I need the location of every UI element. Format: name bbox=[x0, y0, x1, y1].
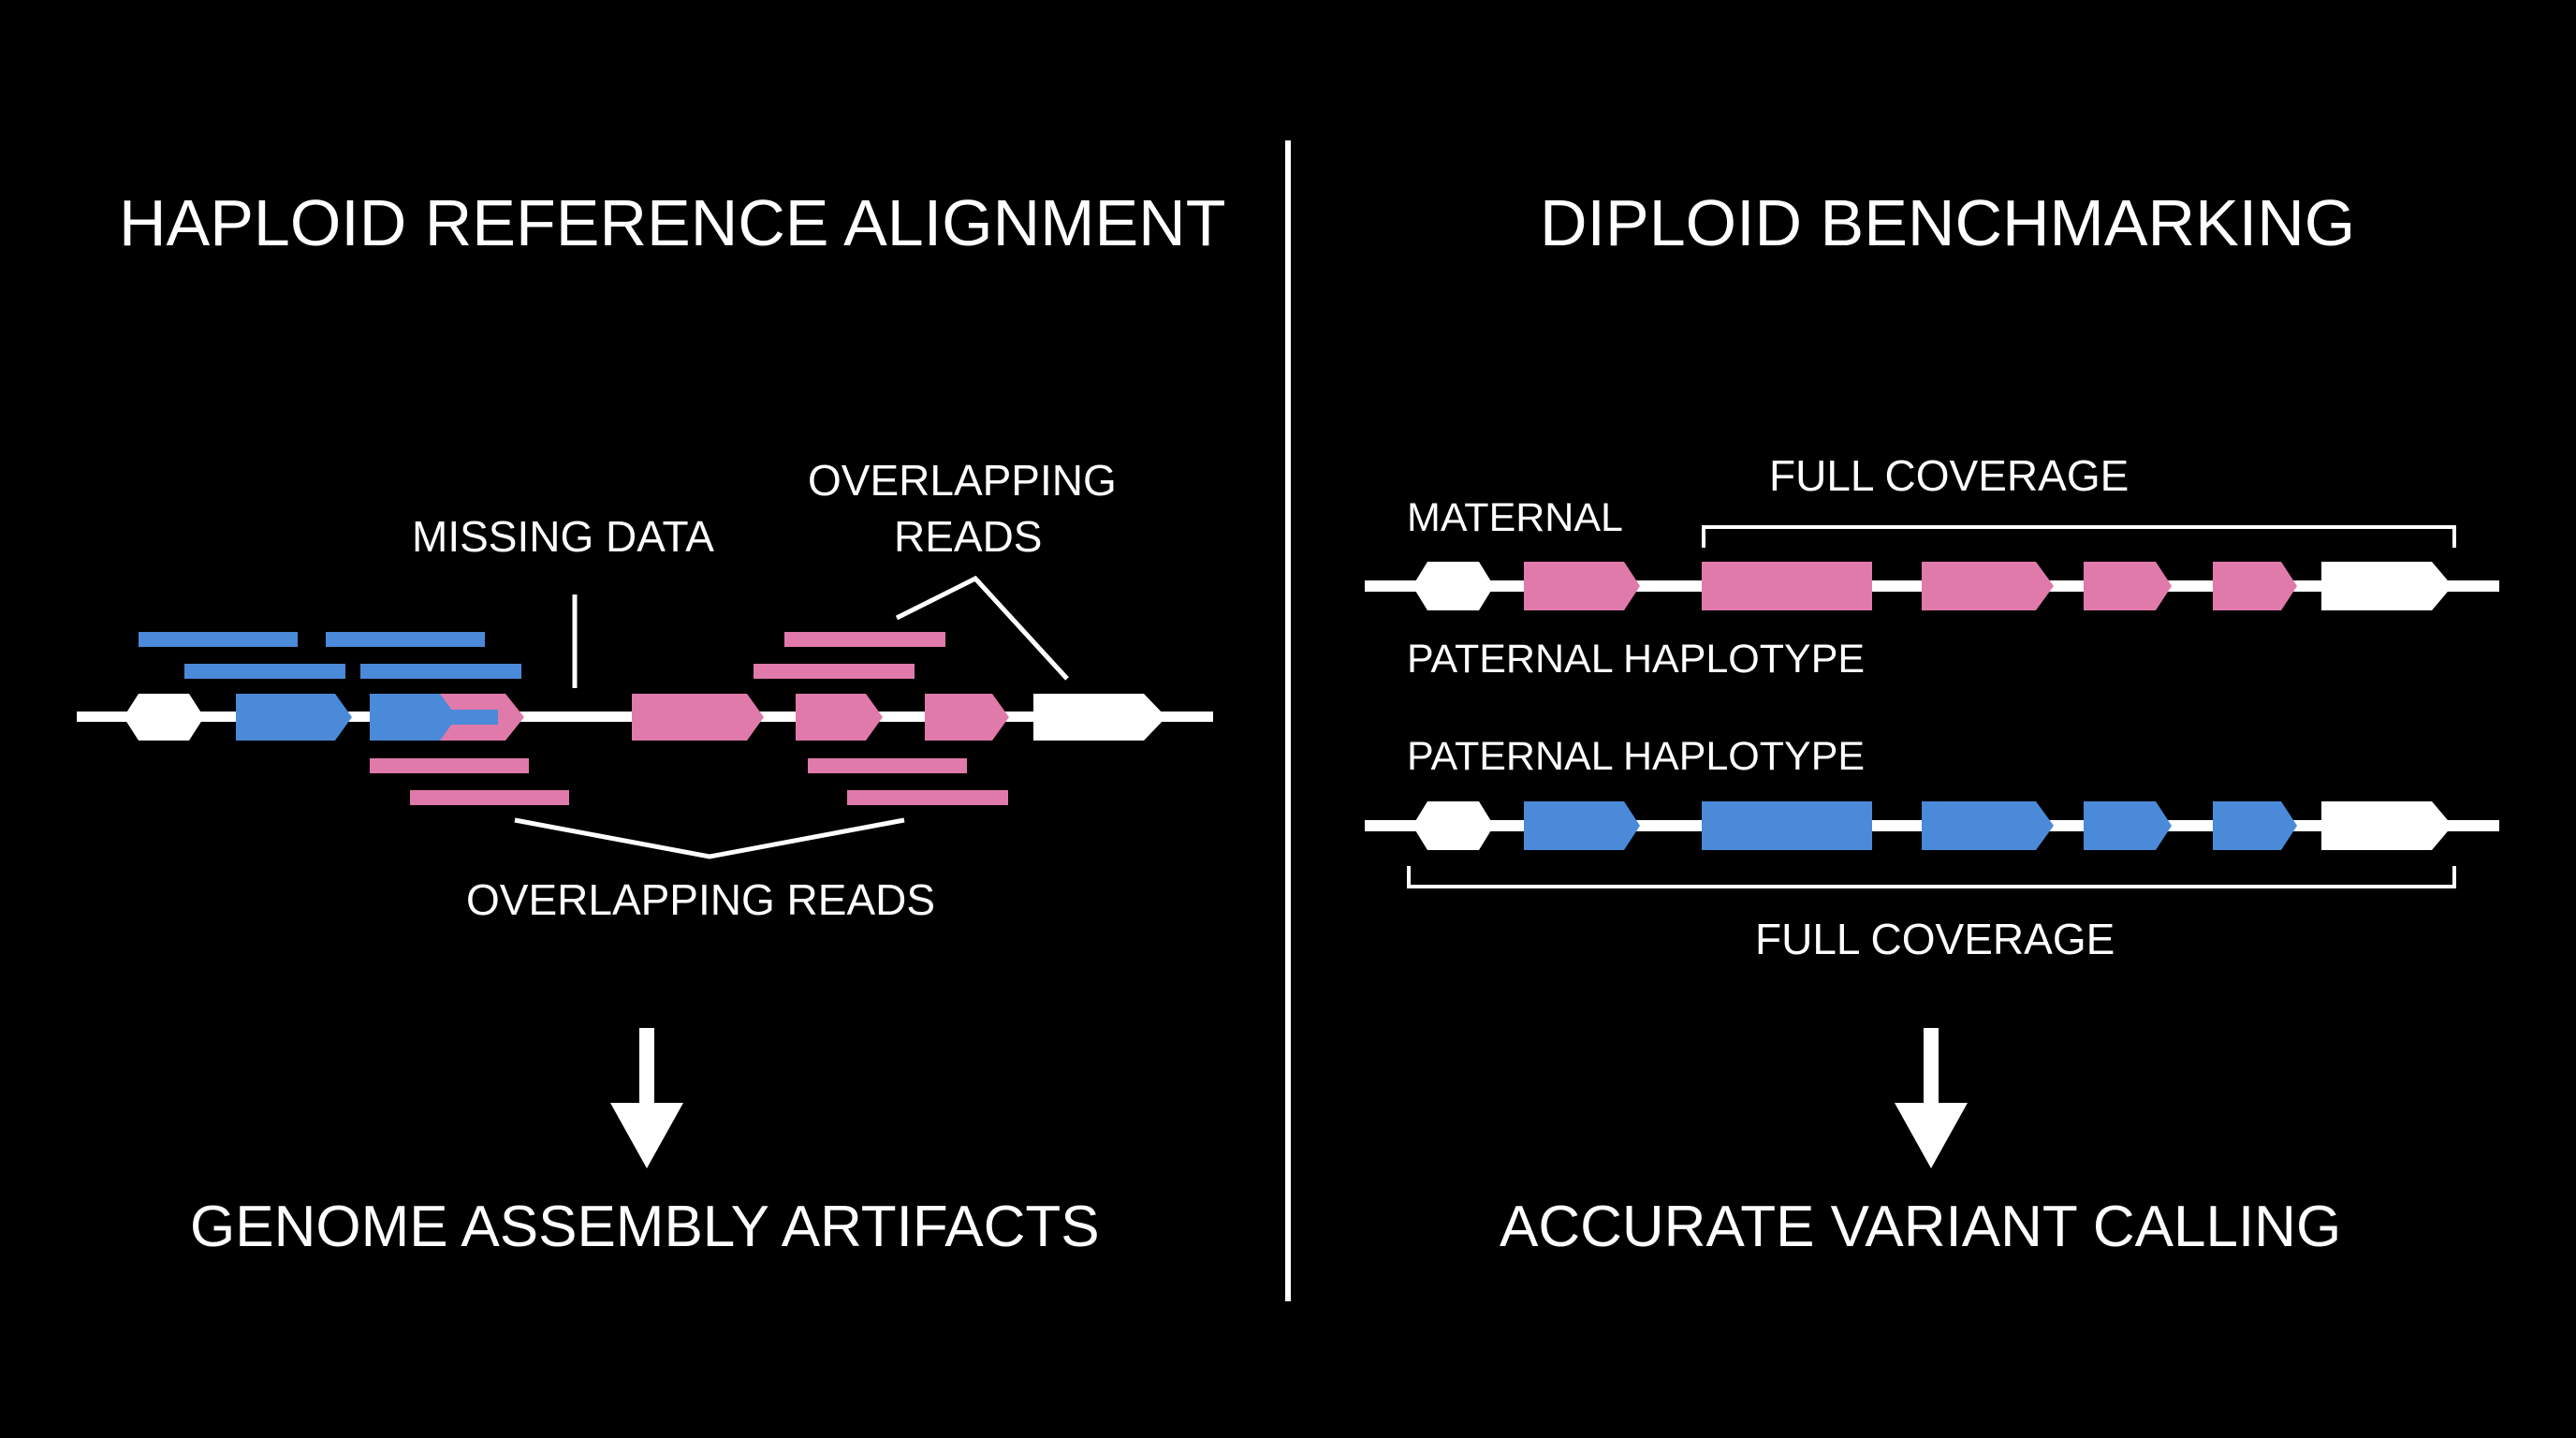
right-panel-result: ACCURATE VARIANT CALLING bbox=[1500, 1195, 2342, 1259]
pink-read bbox=[410, 790, 569, 805]
overlapping-reads-top-label-line2: READS bbox=[894, 512, 1043, 561]
center-divider bbox=[1285, 140, 1291, 1301]
full-coverage-bracket-bottom bbox=[1407, 866, 2456, 888]
maternal-exon bbox=[1702, 562, 1872, 610]
left-panel-result: GENOME ASSEMBLY ARTIFACTS bbox=[190, 1195, 1100, 1259]
maternal-exon bbox=[2213, 562, 2297, 610]
left-down-arrow-shaft bbox=[639, 1028, 654, 1110]
pink-read bbox=[370, 758, 529, 773]
paternal-exon bbox=[2213, 801, 2297, 850]
blue-read bbox=[184, 664, 345, 679]
white-exon bbox=[2321, 801, 2452, 850]
full-coverage-bottom-label: FULL COVERAGE bbox=[1755, 915, 2115, 963]
overlapping-reads-bottom-pointer bbox=[514, 817, 905, 859]
overlapping-reads-top-label-line1: OVERLAPPING bbox=[808, 456, 1117, 505]
maternal-exon bbox=[2084, 562, 2172, 610]
paternal-haplotype-label-upper: PATERNAL HAPLOTYPE bbox=[1407, 637, 1866, 682]
haploid-alignment-diagram bbox=[77, 575, 1213, 1168]
blue-read bbox=[393, 710, 498, 725]
blue-exon bbox=[236, 694, 352, 741]
white-exon bbox=[1412, 562, 1494, 610]
white-exon bbox=[1033, 694, 1166, 741]
white-exon bbox=[2321, 562, 2452, 610]
overlapping-reads-top-pointer bbox=[895, 575, 1069, 681]
maternal-label: MATERNAL bbox=[1407, 495, 1623, 540]
white-exon bbox=[1412, 801, 1494, 850]
left-down-arrow-head bbox=[610, 1103, 683, 1168]
pink-read bbox=[754, 664, 915, 679]
paternal-exon bbox=[1922, 801, 2054, 850]
blue-read bbox=[326, 632, 485, 647]
full-coverage-top-label: FULL COVERAGE bbox=[1769, 451, 2130, 500]
pink-read bbox=[808, 758, 967, 773]
paternal-exon bbox=[2084, 801, 2172, 850]
maternal-exon bbox=[1922, 562, 2054, 610]
pink-read bbox=[847, 790, 1008, 805]
maternal-exon bbox=[1524, 562, 1640, 610]
full-coverage-bracket-top bbox=[1702, 525, 2456, 548]
blue-read bbox=[139, 632, 298, 647]
left-panel-title: HAPLOID REFERENCE ALIGNMENT bbox=[119, 186, 1226, 259]
blue-read bbox=[360, 664, 521, 679]
paternal-haplotype-label-lower: PATERNAL HAPLOTYPE bbox=[1407, 734, 1866, 779]
paternal-exon bbox=[1702, 801, 1872, 850]
pink-exon bbox=[796, 694, 883, 741]
pink-read bbox=[784, 632, 945, 647]
paternal-exon bbox=[1524, 801, 1640, 850]
white-exon bbox=[124, 694, 204, 741]
right-down-arrow-head bbox=[1895, 1103, 1968, 1168]
overlapping-reads-bottom-label: OVERLAPPING READS bbox=[466, 875, 936, 924]
pink-exon bbox=[925, 694, 1009, 741]
diploid-benchmarking-diagram bbox=[1365, 525, 2499, 1168]
missing-data-label: MISSING DATA bbox=[412, 512, 714, 561]
right-panel-title: DIPLOID BENCHMARKING bbox=[1540, 186, 2356, 259]
pink-exon bbox=[632, 694, 764, 741]
right-down-arrow-shaft bbox=[1924, 1028, 1939, 1110]
